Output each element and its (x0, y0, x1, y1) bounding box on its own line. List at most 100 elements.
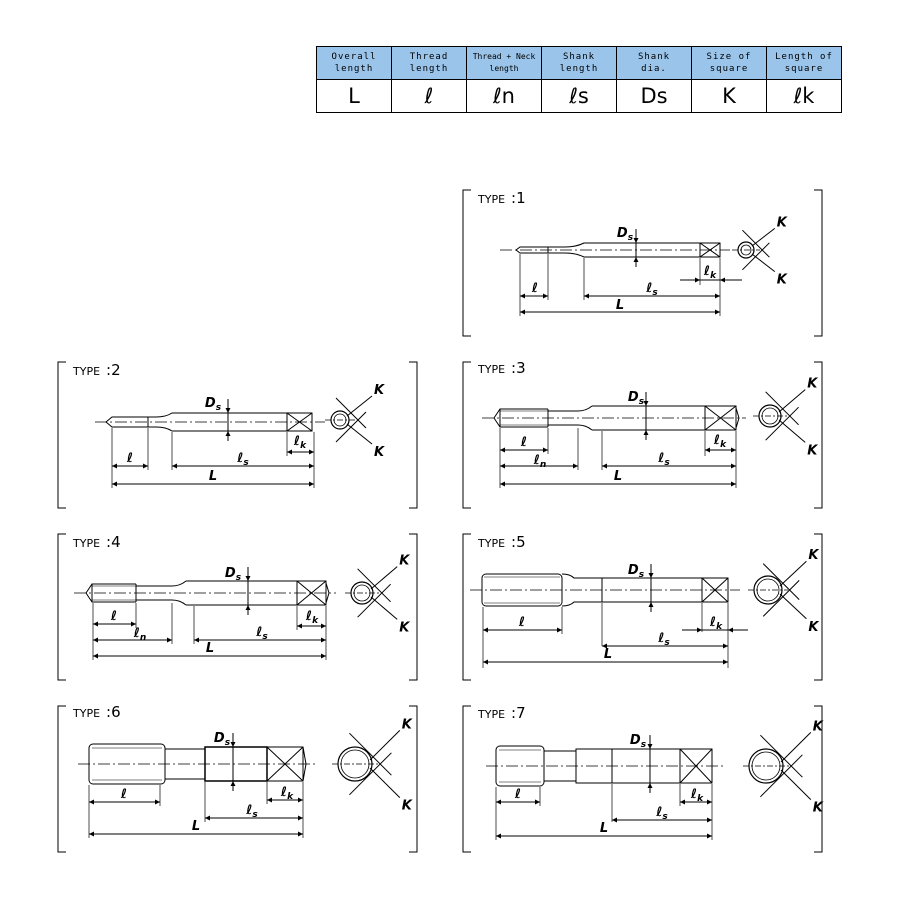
ls-label: ℓs (255, 625, 268, 642)
frame-bracket-left (462, 705, 471, 853)
arrow-head (697, 627, 702, 633)
header-line: Thread + Neck (472, 52, 536, 61)
ls-label-main: ℓ (657, 631, 664, 646)
type-title: TYPE:5 (477, 533, 526, 551)
end-chamfer (735, 417, 740, 429)
frame-bracket-right (409, 361, 418, 509)
ls-label: ℓs (236, 451, 249, 468)
lk-label: ℓk (709, 615, 723, 632)
lk-label-sub: k (300, 441, 307, 451)
type-title: TYPE:6 (72, 703, 121, 721)
ls-label: ℓs (245, 803, 258, 820)
ds-label-main: D (214, 731, 225, 746)
ds-label-sub: s (628, 233, 634, 243)
arrow-head (500, 463, 505, 469)
arrow-head (143, 463, 148, 469)
header-line: length (489, 64, 519, 73)
type-number: :3 (511, 359, 526, 377)
header-line: Shank (562, 52, 596, 62)
ln-label-sub: n (540, 460, 546, 470)
lk-label-main: ℓ (690, 787, 697, 802)
k-leader-lower (780, 769, 812, 800)
lk-label-sub: k (716, 622, 723, 632)
type-prefix: TYPE (477, 363, 505, 376)
k-label-lower: K (777, 273, 788, 288)
k-dim-line-lower (349, 752, 392, 796)
arrow-head (648, 573, 654, 578)
legend-symbol-ln: ℓn (466, 79, 542, 113)
k-leader-upper (778, 389, 806, 413)
end-chamfer (325, 582, 330, 594)
ls-label-sub: s (262, 632, 268, 642)
k-label-lower-main: K (777, 273, 788, 288)
frame-bracket-left (57, 361, 66, 509)
arrow-head (298, 797, 303, 803)
k-label-lower-main: K (807, 443, 818, 458)
ls-label-sub: s (243, 458, 249, 468)
type-number: :5 (511, 533, 526, 551)
arrow-head (707, 817, 712, 823)
k-leader-lower (370, 596, 398, 620)
k-dim-line-upper (357, 568, 391, 603)
L-label: L (616, 298, 624, 313)
lk-label-main: ℓ (280, 785, 287, 800)
frame-bracket-right (409, 533, 418, 681)
ds-label: Ds (617, 226, 634, 243)
arrow-head (731, 447, 736, 453)
frame-bracket-left (462, 189, 471, 337)
L-label: L (209, 469, 217, 484)
k-label-upper: K (402, 717, 413, 732)
arrow-head (557, 627, 562, 633)
ln-label-main: ℓ (133, 626, 140, 641)
l-label: ℓ (120, 787, 127, 802)
arrow-head (230, 742, 236, 747)
lk-label: ℓk (713, 433, 727, 450)
arrow-head (298, 815, 303, 821)
type-number: :2 (106, 361, 121, 379)
k-label-lower-main: K (813, 801, 824, 816)
arrow-head (647, 783, 653, 788)
shank-transition-bottom (577, 424, 593, 431)
arrow-head (205, 815, 210, 821)
k-label-lower-main: K (399, 620, 410, 635)
ds-label-main: D (205, 396, 216, 411)
header-line: Overall (331, 52, 377, 62)
k-leader-lower (779, 593, 807, 620)
L-label: L (206, 641, 214, 656)
k-label-lower: K (374, 445, 385, 460)
k-label-upper-main: K (402, 717, 413, 732)
arrow-head (89, 831, 94, 837)
l-label: ℓ (520, 435, 527, 450)
k-label-lower: K (399, 620, 410, 635)
legend-symbol-ls: ℓs (541, 79, 617, 113)
k-leader-upper (346, 395, 373, 417)
lk-label: ℓk (280, 785, 294, 802)
k-dim-line-lower (760, 754, 803, 798)
L-label: L (614, 469, 622, 484)
type-title: TYPE:2 (72, 361, 121, 379)
k-label-upper-main: K (374, 383, 385, 398)
frame-bracket-left (57, 705, 66, 853)
lk-label-main: ℓ (305, 609, 312, 624)
ds-label: Ds (205, 396, 222, 413)
type-number: :6 (106, 703, 121, 721)
l-label: ℓ (514, 787, 521, 802)
arrow-head (602, 463, 607, 469)
arrow-head (321, 623, 326, 629)
arrow-head (89, 799, 94, 805)
arrow-head (520, 293, 525, 299)
arrow-head (643, 430, 649, 435)
k-dim-line-upper (742, 229, 770, 258)
L-label-main: L (604, 647, 612, 662)
k-label-lower: K (813, 801, 824, 816)
l-label-main: ℓ (514, 787, 521, 802)
thread-top-edge (85, 583, 136, 594)
lk-label-sub: k (287, 792, 294, 802)
